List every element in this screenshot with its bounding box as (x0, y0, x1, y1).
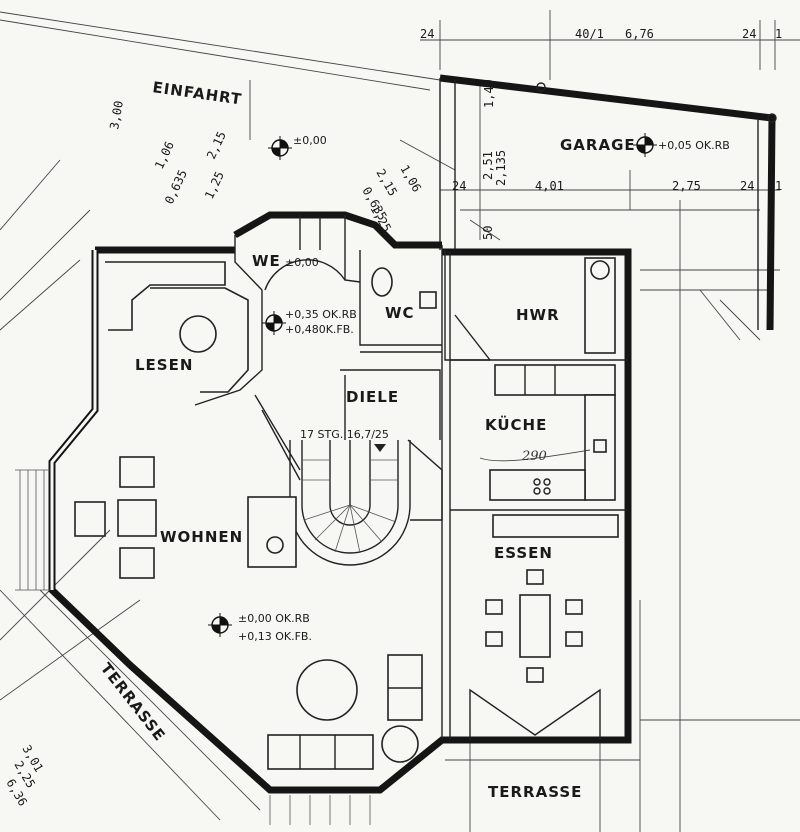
corner-marker-icon (767, 113, 777, 123)
lesen-furniture (105, 261, 249, 393)
room-label-einfahrt: EINFAHRT (151, 78, 243, 108)
washer-icon (590, 260, 610, 280)
room-label-lesen: LESEN (135, 356, 193, 374)
hob-icon (543, 487, 551, 495)
dim-125-b: 1,25 (367, 203, 394, 235)
sink-icon (593, 439, 607, 453)
room-label-terrasse-bottom: TERRASSE (488, 783, 582, 801)
dim-top-40-1: 40/1 (575, 27, 604, 41)
corner-marker-icon (536, 82, 546, 92)
dim-top-1: 1 (775, 27, 782, 41)
interior-walls (194, 215, 628, 740)
room-label-essen: ESSEN (494, 544, 553, 562)
dim-251: 2,51 (481, 151, 495, 180)
level-text-wohnen-fb: +0,13 OK.FB. (238, 630, 312, 643)
room-label-diele: DIELE (346, 388, 399, 406)
dim-24-right: 24 (740, 179, 754, 193)
dim-300: 3,00 (107, 100, 126, 131)
dim-215-a: 2,15 (204, 129, 229, 161)
dim-401: 4,01 (535, 179, 564, 193)
level-text-diele-rb: +0,35 OK.RB (285, 308, 357, 321)
dim-50: 50 (481, 226, 495, 240)
handwritten-note: 290 (521, 449, 547, 464)
dim-top-24-left: 24 (420, 27, 434, 41)
room-label-we: WE (252, 252, 281, 270)
hwr-fixtures (454, 257, 616, 361)
sink-icon (419, 291, 437, 309)
fireplace-icon (266, 536, 284, 554)
level-text-garage: +0,05 OK.RB (658, 139, 730, 152)
terrace-left-hatch (15, 469, 371, 825)
dim-top-24-right: 24 (742, 27, 756, 41)
room-label-hwr: HWR (516, 306, 560, 324)
level-text-we: ±0,00 (285, 256, 319, 269)
essen-furniture (469, 514, 619, 740)
level-marker-icon (268, 136, 292, 160)
level-markers (208, 133, 657, 637)
level-text-wohnen-rb: ±0,00 OK.RB (238, 612, 310, 625)
stair-arrow-icon (374, 444, 386, 452)
garage-outline (439, 74, 777, 331)
kitchen-fixtures (479, 364, 616, 501)
hob-icon (533, 478, 541, 486)
room-label-wohnen: WOHNEN (160, 528, 243, 546)
staircase (289, 440, 411, 566)
level-text-diele-fb: +0,480K.FB. (285, 323, 354, 336)
stair-spec: 17 STG. 16,7/25 (300, 428, 389, 441)
room-label-kueche: KÜCHE (485, 415, 547, 434)
toilet-icon (371, 267, 393, 297)
wohnen-furniture (74, 456, 423, 770)
dim-125-a: 1,25 (202, 169, 227, 201)
dim-635-a: 0,635 (162, 168, 190, 207)
dim-2135: 2,135 (494, 150, 508, 186)
dim-275: 2,75 (672, 179, 701, 193)
level-text-entrance: ±0,00 (293, 134, 327, 147)
level-marker-icon (633, 133, 657, 157)
dim-149: 1,49 (482, 79, 496, 108)
dim-106-a: 1,06 (152, 139, 177, 171)
level-marker-icon (262, 311, 286, 335)
hob-icon (533, 487, 541, 495)
room-label-wc: WC (385, 304, 415, 322)
dim-106-b: 1,06 (397, 163, 424, 195)
wc-fixtures (264, 215, 437, 309)
exterior-walls (48, 211, 632, 794)
room-label-garage: GARAGE (560, 136, 636, 154)
hob-icon (543, 478, 551, 486)
construction-lines (0, 10, 800, 832)
level-marker-icon (208, 613, 232, 637)
dim-24-mid: 24 (452, 179, 466, 193)
dim-1-right: 1 (775, 179, 782, 193)
dim-top-676: 6,76 (625, 27, 654, 41)
